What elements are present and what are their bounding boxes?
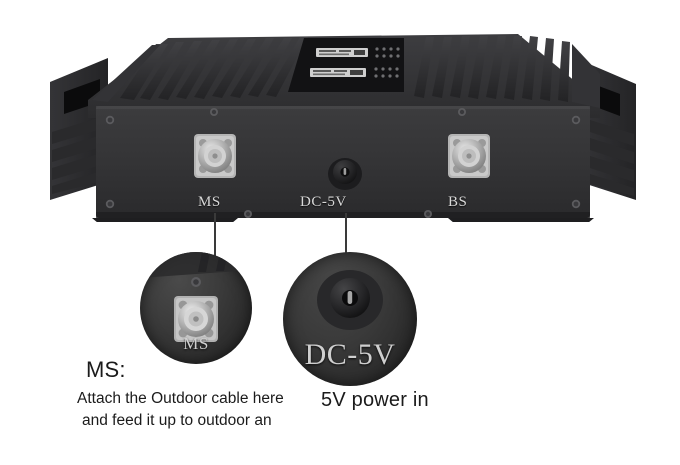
heatsink-fins-right (414, 36, 600, 108)
panel-screws (105, 108, 581, 218)
bs-connector (448, 134, 490, 178)
signal-booster-device: MS DC-5V BS (48, 22, 638, 222)
magnifier-dc-label: DC-5V (304, 338, 396, 371)
magnifier-dc-art (317, 270, 383, 330)
leader-line-dc (345, 213, 347, 255)
callout-ms-line1: Attach the Outdoor cable here (77, 390, 284, 407)
leader-line-ms (214, 213, 216, 265)
front-panel (96, 106, 590, 218)
callout-dc-caption: 5V power in (321, 389, 429, 411)
ms-connector (194, 134, 236, 178)
port-label-ms: MS (198, 194, 221, 210)
device-feet (92, 218, 594, 222)
device-illustration (50, 34, 636, 222)
magnifier-ms-art (140, 252, 252, 342)
dc-power-jack (328, 158, 362, 190)
callout-ms-title: MS: (86, 357, 126, 382)
magnifier-ms: MS (140, 252, 252, 364)
port-label-dc: DC-5V (300, 194, 347, 210)
port-label-bs: BS (448, 194, 468, 210)
callout-ms-line2: and feed it up to outdoor an (82, 412, 272, 429)
heatsink-fins-left (92, 37, 308, 102)
magnifier-dc: DC-5V (283, 252, 417, 386)
top-indicator-panel (288, 38, 404, 92)
chassis-left-side (50, 58, 108, 200)
magnifier-ms-label: MS (183, 334, 209, 353)
